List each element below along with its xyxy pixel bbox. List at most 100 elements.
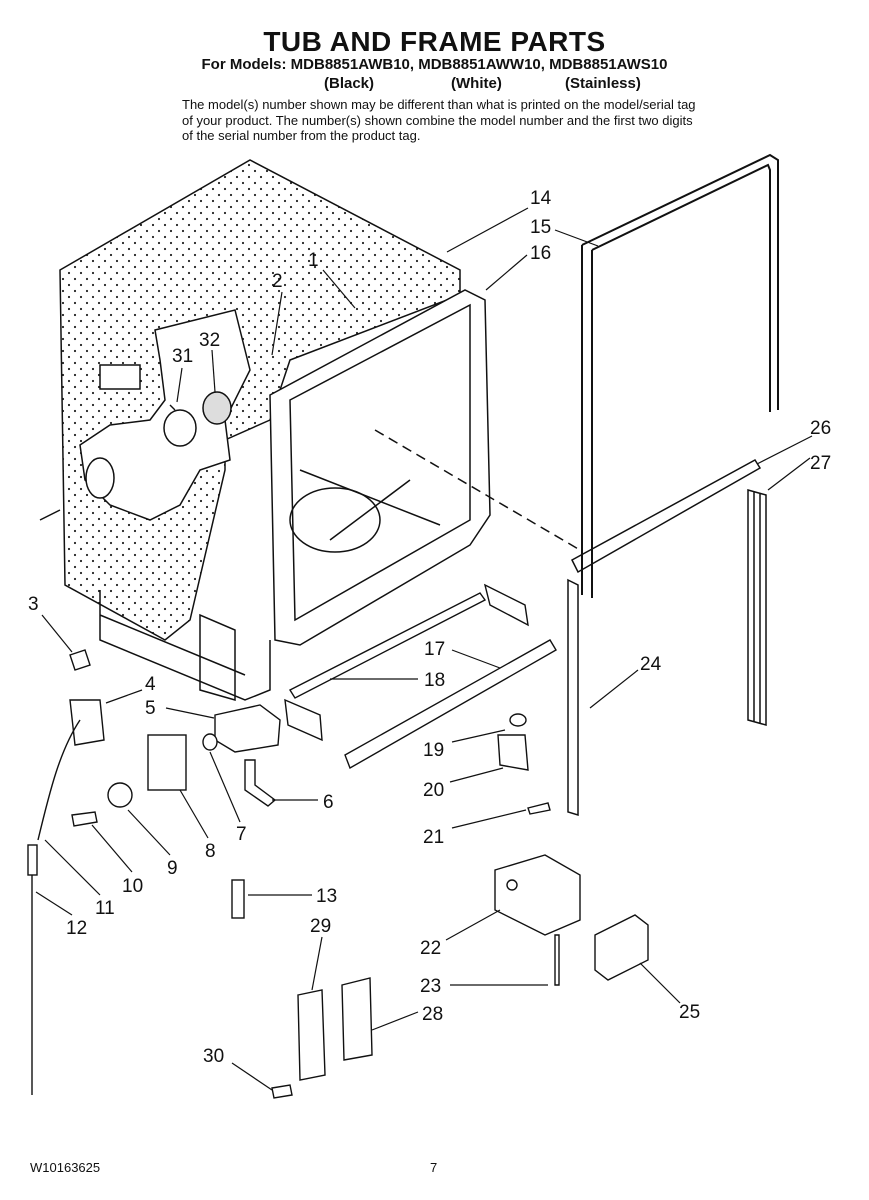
rail-bracket-18 — [284, 698, 323, 742]
leader-26 — [756, 435, 813, 465]
callout-20: 20 — [423, 780, 444, 801]
side-rail-17 — [344, 639, 557, 770]
callout-17: 17 — [424, 639, 445, 660]
bushing-7 — [202, 733, 218, 751]
callout-32: 32 — [199, 330, 220, 351]
leader-28 — [371, 1011, 419, 1031]
model-list: For Models: MDB8851AWB10, MDB8851AWW10, … — [201, 56, 668, 73]
callout-24: 24 — [640, 654, 662, 675]
leader-20 — [449, 767, 504, 783]
vent-gasket-31 — [169, 404, 176, 411]
callout-1: 1 — [308, 250, 319, 271]
leader-2 — [271, 291, 283, 356]
callout-15: 15 — [530, 217, 551, 238]
tub-insulation-blanket — [59, 159, 461, 641]
drain-hose-clamp — [69, 699, 105, 746]
side-seal-left — [567, 578, 579, 817]
leader-7 — [209, 751, 241, 823]
finish-white: (White) — [451, 75, 502, 92]
exploded-parts-diagram: 1 2 3 4 5 6 7 8 9 10 11 12 13 14 15 16 1… — [27, 153, 831, 1099]
leveling-screw-23 — [554, 934, 560, 986]
callout-19: 19 — [423, 740, 444, 761]
leader-15 — [554, 229, 599, 247]
callout-29: 29 — [310, 916, 331, 937]
vent-gasket-ring — [163, 409, 197, 447]
model-notice: The model(s) number shown may be differe… — [182, 97, 696, 143]
leader-22 — [445, 909, 501, 941]
leveling-foot — [509, 713, 527, 727]
vent-louver — [202, 391, 232, 425]
callout-12: 12 — [66, 918, 87, 939]
dashed-centerline — [374, 429, 581, 551]
leader-lines — [35, 207, 813, 1091]
leader-11 — [44, 839, 101, 896]
leader-25 — [639, 962, 681, 1004]
hinge-bracket-28 — [341, 977, 373, 1061]
callout-7: 7 — [236, 824, 247, 845]
leveling-leg-bracket — [497, 734, 529, 771]
cord-11 — [37, 719, 81, 841]
connector-12 — [27, 844, 38, 876]
leader-14 — [446, 207, 529, 253]
bracket-hole — [506, 879, 518, 891]
leader-9 — [127, 809, 171, 856]
leader-31 — [176, 367, 183, 403]
leader-8 — [179, 789, 209, 839]
leader-1 — [322, 269, 356, 309]
hardware-parts — [27, 404, 649, 1099]
screw-10 — [71, 811, 98, 827]
side-seal-right — [747, 489, 767, 726]
callout-3: 3 — [28, 594, 39, 615]
grommet-9 — [107, 782, 133, 808]
screw-30 — [271, 1084, 293, 1099]
tub-front-frame — [269, 289, 491, 646]
finish-black: (Black) — [324, 75, 375, 92]
pad-13 — [231, 879, 245, 919]
callout-16: 16 — [530, 243, 551, 264]
tub-interior-floor — [299, 469, 441, 541]
screw-21 — [527, 802, 551, 815]
callout-4: 4 — [145, 674, 156, 695]
base-pan-bracket — [199, 613, 236, 701]
tub-base-frame — [99, 590, 271, 701]
callout-31: 31 — [172, 346, 193, 367]
tub-side-slot — [99, 364, 141, 390]
tub-sump — [289, 487, 381, 553]
tub-rail-upper — [289, 592, 487, 699]
callout-18: 18 — [424, 670, 445, 691]
callout-23: 23 — [420, 976, 441, 997]
callout-28: 28 — [422, 1004, 443, 1025]
leader-5 — [165, 707, 215, 719]
plate-8 — [147, 734, 187, 791]
callout-21: 21 — [423, 827, 444, 848]
page-title: TUB AND FRAME PARTS — [263, 26, 606, 57]
callout-13: 13 — [316, 886, 337, 907]
callout-22: 22 — [420, 938, 441, 959]
leader-30 — [231, 1062, 273, 1091]
clip-3 — [69, 649, 91, 671]
callout-8: 8 — [205, 841, 216, 862]
page-number: 7 — [430, 1160, 438, 1175]
callout-27: 27 — [810, 453, 831, 474]
callout-14: 14 — [530, 188, 552, 209]
callout-6: 6 — [323, 792, 334, 813]
lower-door-seal — [571, 459, 762, 574]
callout-5: 5 — [145, 698, 156, 719]
left-construction-line — [39, 509, 61, 521]
leader-27 — [767, 457, 811, 491]
leader-24 — [589, 669, 639, 709]
leader-16 — [485, 254, 528, 291]
tub-assembly — [39, 159, 581, 701]
finish-stainless: (Stainless) — [565, 75, 641, 92]
callout-30: 30 — [203, 1046, 224, 1067]
callout-25: 25 — [679, 1002, 700, 1023]
leader-19 — [451, 729, 506, 743]
tub-side-cutout — [79, 309, 251, 521]
leader-10 — [91, 824, 133, 873]
hinge-cover-29 — [297, 989, 326, 1081]
leader-4 — [105, 689, 143, 704]
door-gasket — [581, 153, 779, 598]
leader-3 — [41, 614, 73, 653]
callout-10: 10 — [122, 876, 143, 897]
leader-29 — [311, 936, 323, 991]
